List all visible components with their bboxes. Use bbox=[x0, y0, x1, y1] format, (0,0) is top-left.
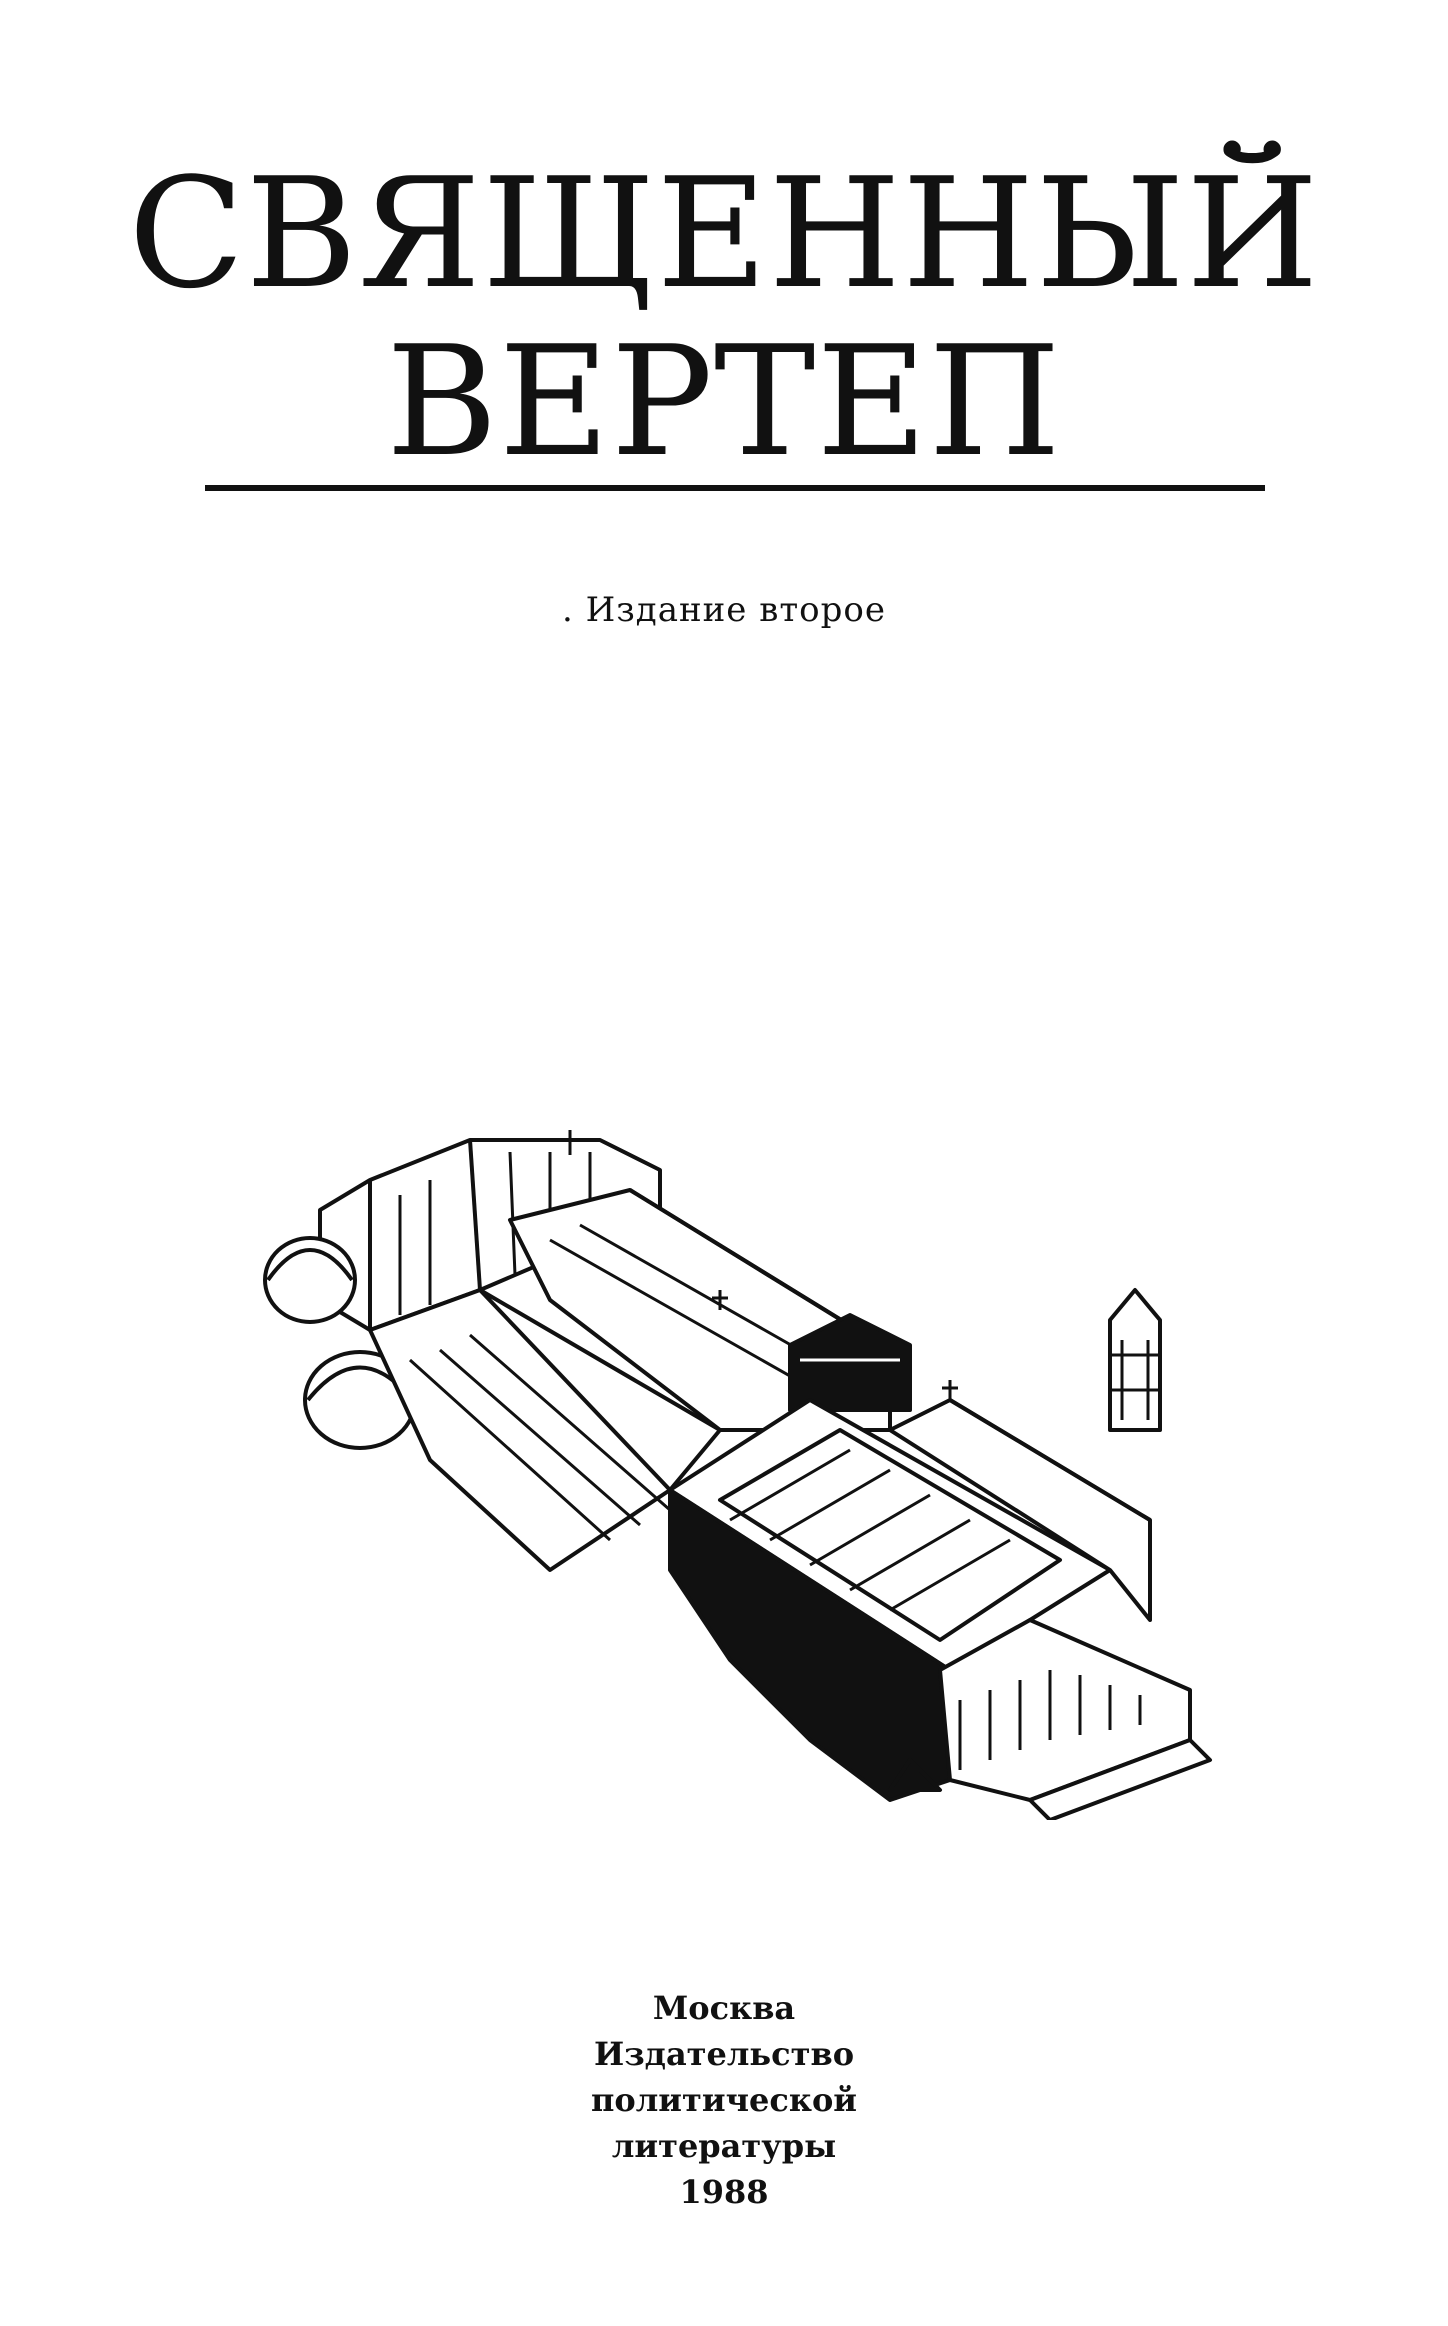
title-line-1: СВЯЩЕННЫЙ bbox=[128, 145, 1320, 322]
imprint-publisher-line-1: Издательство bbox=[593, 2035, 855, 2073]
monastery-illustration bbox=[263, 1130, 1212, 1820]
book-title: СВЯЩЕННЫЙ ВЕРТЕП bbox=[0, 150, 1448, 486]
imprint-year: 1988 bbox=[679, 2173, 769, 2211]
title-line-2: ВЕРТЕП bbox=[386, 313, 1062, 490]
imprint-publisher-line-2: политической bbox=[590, 2081, 858, 2119]
title-rule bbox=[205, 485, 1265, 491]
imprint-city: Москва bbox=[652, 1989, 796, 2027]
imprint-publisher-line-3: литературы bbox=[611, 2127, 837, 2165]
imprint: Москва Издательство политической литерат… bbox=[0, 1985, 1448, 2215]
edition-note: . Издание второе bbox=[561, 590, 887, 630]
